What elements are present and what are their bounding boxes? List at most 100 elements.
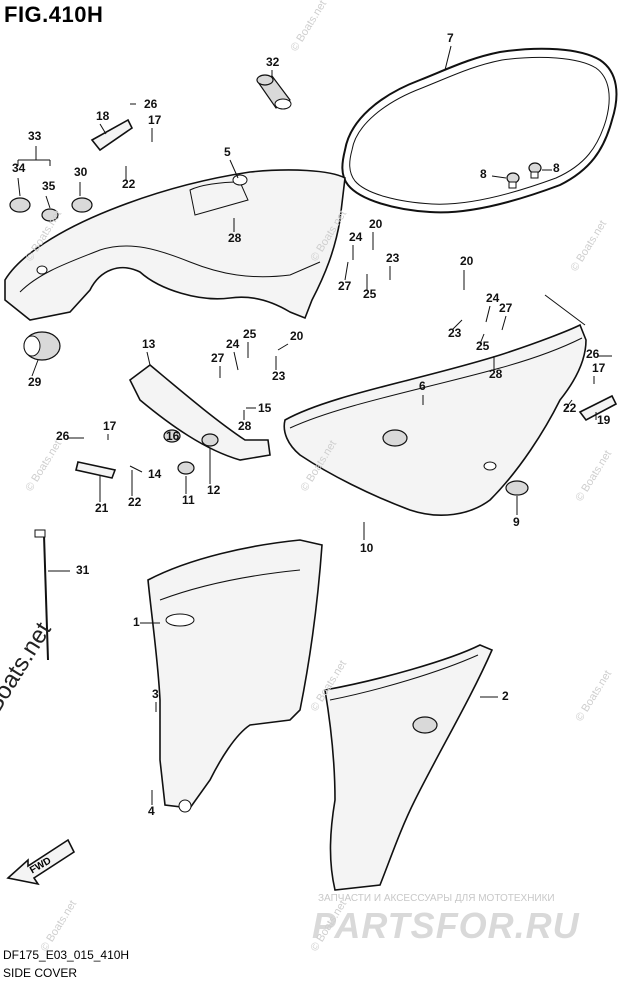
leader-line xyxy=(344,261,349,281)
leader-line xyxy=(129,465,143,473)
part-number-label: 19 xyxy=(597,413,611,427)
grommet-16 xyxy=(163,429,181,443)
part-number-label: 26 xyxy=(144,97,158,111)
leader-line xyxy=(229,159,239,179)
leader-line xyxy=(501,315,507,331)
bracket-13 xyxy=(128,363,271,461)
part-number-label: 18 xyxy=(96,109,110,123)
part-number-label: 27 xyxy=(338,279,352,293)
lower-cover-1 xyxy=(147,539,323,813)
part-number-label: 9 xyxy=(513,515,520,529)
upper-cover-5 xyxy=(4,169,346,321)
part-number-label: 28 xyxy=(238,419,252,433)
leader-line xyxy=(233,351,239,371)
part-number-label: 24 xyxy=(486,291,500,305)
part-number-label: 11 xyxy=(182,493,195,507)
part-number-label: 23 xyxy=(448,326,462,340)
part-number-label: 12 xyxy=(207,483,221,497)
part-number-label: 28 xyxy=(228,231,242,245)
part-number-label: 20 xyxy=(460,254,474,268)
part-number-label: 27 xyxy=(211,351,225,365)
grommet-32 xyxy=(256,74,292,110)
part-number-label: 7 xyxy=(447,31,454,45)
part-number-label: 22 xyxy=(128,495,142,509)
part-number-label: 13 xyxy=(142,337,156,351)
leader-line xyxy=(31,359,39,377)
part-number-label: 6 xyxy=(419,379,426,393)
leader-line xyxy=(451,319,463,331)
leader-line xyxy=(17,177,21,197)
advert-line: ЗАПЧАСТИ И АКСЕССУАРЫ ДЛЯ МОТОТЕХНИКИ xyxy=(318,893,555,904)
part-number-label: 33 xyxy=(28,129,42,143)
part-number-label: 22 xyxy=(122,177,136,191)
leader-line xyxy=(99,123,107,135)
part-number-label: 16 xyxy=(166,429,180,443)
part-number-label: 17 xyxy=(592,361,606,375)
leader-line xyxy=(45,195,51,209)
part-number-label: 10 xyxy=(360,541,374,555)
part-number-label: 24 xyxy=(226,337,240,351)
leader-line xyxy=(565,399,573,409)
grommet-8b xyxy=(528,162,542,179)
part-number-label: 32 xyxy=(266,55,280,69)
grommet-9 xyxy=(505,480,529,496)
part-number-label: 25 xyxy=(243,327,257,341)
part-number-label: 1 xyxy=(133,615,140,629)
cap-35 xyxy=(41,208,59,222)
latch-21 xyxy=(75,461,117,479)
part-number-label: 15 xyxy=(258,401,272,415)
figure-code: DF175_E03_015_410H xyxy=(3,948,130,962)
lower-cover-2 xyxy=(324,644,494,891)
part-number-label: 34 xyxy=(12,161,26,175)
part-number-label: 17 xyxy=(148,113,162,127)
seal-ring-7 xyxy=(341,47,618,214)
leader-line xyxy=(485,305,491,323)
figure-title: FIG.410H xyxy=(4,2,104,27)
rod-31 xyxy=(34,529,49,661)
part-number-label: 27 xyxy=(499,301,513,315)
leader-line xyxy=(444,45,452,71)
part-number-label: 3 xyxy=(152,687,159,701)
grommet-29 xyxy=(23,331,61,361)
part-number-label: 8 xyxy=(480,167,487,181)
cap-30 xyxy=(71,197,93,213)
leader-line xyxy=(277,343,289,351)
part-number-label: 25 xyxy=(363,287,377,301)
part-number-label: 35 xyxy=(42,179,56,193)
part-number-label: 17 xyxy=(103,419,117,433)
cap-34 xyxy=(9,197,31,213)
part-number-label: 25 xyxy=(476,339,490,353)
part-number-label: 26 xyxy=(56,429,70,443)
figure-subtitle: SIDE COVER xyxy=(3,966,78,980)
advert-logo: PARTSFOR.RU xyxy=(312,905,580,946)
part-number-label: 29 xyxy=(28,375,42,389)
part-number-label: 20 xyxy=(290,329,304,343)
part-number-label: 24 xyxy=(349,230,363,244)
part-number-label: 23 xyxy=(272,369,286,383)
part-number-label: 5 xyxy=(224,145,231,159)
part-number-label: 14 xyxy=(148,467,162,481)
latch-19 xyxy=(578,394,618,422)
part-number-label: 22 xyxy=(563,401,577,415)
part-number-label: 4 xyxy=(148,804,155,818)
leader-line xyxy=(146,351,151,366)
grommet-12 xyxy=(201,433,219,447)
part-number-label: 28 xyxy=(489,367,503,381)
part-number-label: 30 xyxy=(74,165,88,179)
part-number-label: 23 xyxy=(386,251,400,265)
group-bracket-33 xyxy=(17,148,51,166)
part-number-label: 21 xyxy=(95,501,109,515)
fwd-arrow: FWD xyxy=(6,838,76,886)
leader-line xyxy=(479,333,485,345)
latch-18 xyxy=(90,118,134,152)
part-number-label: 31 xyxy=(76,563,90,577)
part-number-label: 8 xyxy=(553,161,560,175)
leader-line xyxy=(491,175,507,179)
part-number-label: 20 xyxy=(369,217,383,231)
side-cover-6 xyxy=(283,294,587,516)
part-number-label: 26 xyxy=(586,347,600,361)
grommet-8a xyxy=(506,172,520,189)
grommet-11 xyxy=(177,461,195,475)
